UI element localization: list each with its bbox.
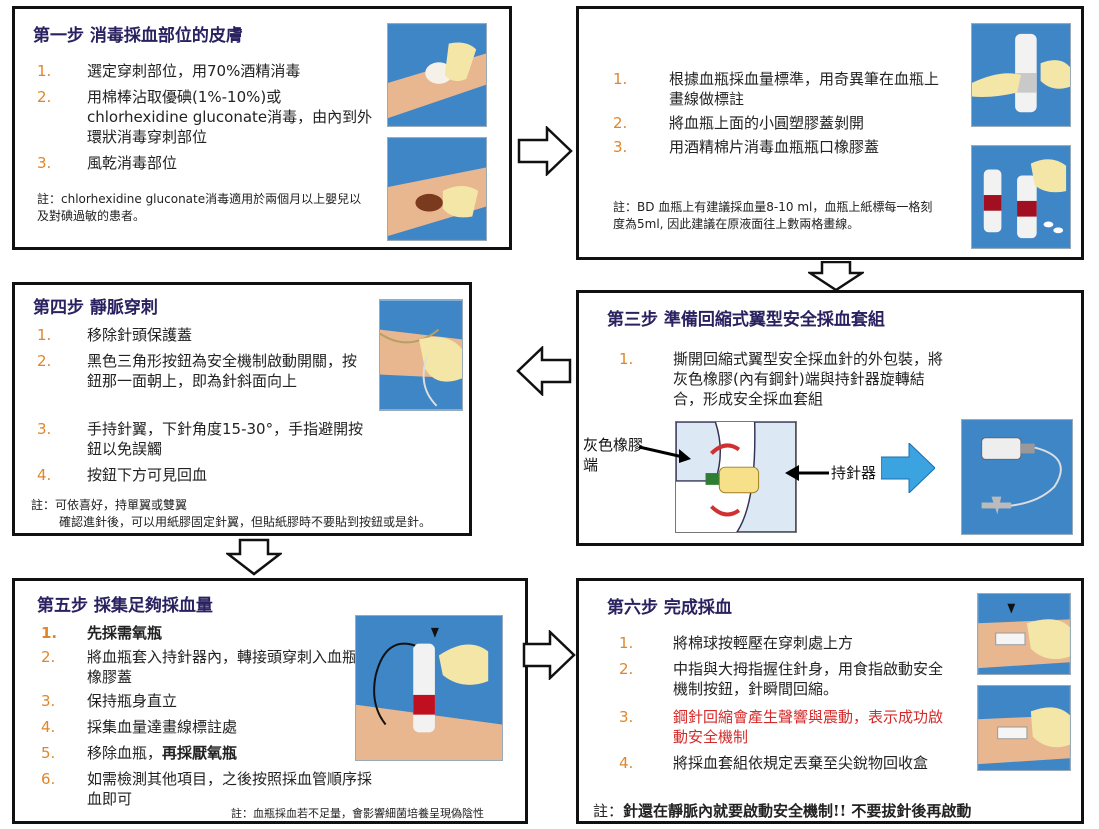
- step1-panel: 第一步 消毒採血部位的皮膚 1. 選定穿刺部位，用70%酒精消毒 2. 用棉棒沾…: [12, 6, 512, 250]
- step1-num-3: 3.: [37, 154, 52, 172]
- press-cotton-image: [977, 593, 1071, 675]
- safety-set-image: [961, 419, 1073, 535]
- step1-num-2: 2.: [37, 88, 52, 106]
- step6-title: 第六步 完成採血: [607, 598, 732, 618]
- step5-num-5: 5.: [41, 744, 56, 762]
- step2-num-1: 1.: [613, 70, 628, 88]
- step1-item-3: 風乾消毒部位: [87, 154, 178, 172]
- arrow-step5-to-step6: [522, 630, 576, 680]
- step3-title: 第三步 準備回縮式翼型安全採血套組: [607, 310, 885, 330]
- arrow-step1-to-step2: [517, 126, 573, 176]
- step4-item-2: 黑色三角形按鈕為安全機制啟動開關，按鈕那一面朝上，即為針斜面向上: [87, 352, 358, 390]
- step5-num-6: 6.: [41, 770, 56, 788]
- step6-num-3: 3.: [619, 708, 634, 726]
- step2-note: 註：BD 血瓶上有建議採血量8-10 ml，血瓶上紙標每一格刻度為5ml, 因此…: [613, 200, 933, 231]
- step3-num-1: 1.: [619, 350, 634, 368]
- step4-item-3: 手持針翼，下針角度15-30°，手指避開按鈕以免誤觸: [87, 420, 364, 458]
- step1-title: 第一步 消毒採血部位的皮膚: [33, 26, 243, 46]
- step5-panel: 第五步 採集足夠採血量 1. 先採需氧瓶 2. 將血瓶套入持針器內，轉接頭穿刺入…: [12, 578, 528, 824]
- arrow-step4-to-step5: [226, 538, 282, 576]
- step6-item-2: 中指與大拇指握住針身，用食指啟動安全機制按鈕，針瞬間回縮。: [673, 660, 944, 698]
- disinfect-arm-image: [387, 23, 487, 127]
- step4-title: 第四步 靜脈穿刺: [33, 298, 158, 318]
- step5-num-3: 3.: [41, 692, 56, 710]
- rubber-pointer-arrow: [639, 443, 691, 463]
- step5-num-4: 4.: [41, 718, 56, 736]
- step5-item-5-text: 移除血瓶，: [87, 744, 163, 762]
- blue-right-arrow: [881, 443, 935, 493]
- step4-num-2: 2.: [37, 352, 52, 370]
- step2-panel: 1. 根據血瓶採血量標準，用奇異筆在血瓶上畫線做標註 2. 將血瓶上面的小圓塑膠…: [576, 6, 1084, 260]
- step1-note: 註：chlorhexidine gluconate消毒適用於兩個月以上嬰兒以及對…: [37, 192, 362, 223]
- step4-num-1: 1.: [37, 326, 52, 344]
- step6-note: 註：針還在靜脈內就要啟動安全機制!! 不要拔針後再啟動: [593, 801, 1073, 821]
- retract-needle-image: [977, 685, 1071, 771]
- step4-item-4: 按鈕下方可見回血: [87, 466, 208, 484]
- step2-item-3: 用酒精棉片消毒血瓶瓶口橡膠蓋: [669, 138, 880, 156]
- step3-panel: 第三步 準備回縮式翼型安全採血套組 1. 撕開回縮式翼型安全採血針的外包裝，將灰…: [576, 290, 1084, 546]
- step5-num-2: 2.: [41, 648, 56, 666]
- step6-item-3: 鋼針回縮會產生聲響與震動，表示成功啟動安全機制: [673, 708, 944, 746]
- step4-panel: 第四步 靜脈穿刺 1. 移除針頭保護蓋 2. 黑色三角形按鈕為安全機制啟動開關，…: [12, 282, 472, 536]
- arrow-step3-to-step4: [514, 346, 572, 396]
- step4-note-1: 註：可依喜好，持單翼或雙翼: [31, 498, 188, 512]
- step6-note-prefix: 註：: [593, 802, 624, 820]
- step6-panel: 第六步 完成採血 1. 將棉球按輕壓在穿刺處上方 2. 中指與大拇指握住針身，用…: [576, 578, 1084, 824]
- open-bottle-image: [971, 145, 1071, 249]
- step2-num-2: 2.: [613, 114, 628, 132]
- swab-arm-image: [387, 137, 487, 241]
- step6-num-2: 2.: [619, 660, 634, 678]
- venipuncture-image: [379, 299, 463, 411]
- step6-note-bold: 針還在靜脈內就要啟動安全機制!! 不要拔針後再啟動: [623, 802, 972, 820]
- step4-item-1: 移除針頭保護蓋: [87, 326, 193, 344]
- mark-bottle-image: [971, 23, 1071, 127]
- step5-item-1: 先採需氧瓶: [87, 624, 163, 642]
- holder-label: 持針器: [831, 464, 877, 482]
- step4-num-3: 3.: [37, 420, 52, 438]
- arrow-step2-to-step3: [808, 261, 864, 291]
- step6-item-1: 將棉球按輕壓在穿刺處上方: [673, 634, 854, 652]
- step2-num-3: 3.: [613, 138, 628, 156]
- assemble-holder-image: [675, 421, 797, 533]
- step5-note: 註：血瓶採血若不足量，會影響細菌培養呈現偽陰性: [231, 807, 484, 820]
- step1-item-2: 用棉棒沾取優碘(1%-10%)或chlorhexidine gluconate消…: [87, 88, 373, 146]
- step2-item-2: 將血瓶上面的小圓塑膠蓋剝開: [669, 114, 865, 132]
- rubber-end-label: 灰色橡膠端: [583, 436, 644, 474]
- step6-num-4: 4.: [619, 754, 634, 772]
- step5-item-2: 將血瓶套入持針器內，轉接頭穿刺入血瓶橡膠蓋: [87, 648, 358, 686]
- step5-item-5: 移除血瓶，再採厭氧瓶: [87, 743, 367, 763]
- step5-title: 第五步 採集足夠採血量: [37, 596, 213, 616]
- step5-item-6: 如需檢測其他項目，之後按照採血管順序採血即可: [87, 770, 373, 808]
- step3-item-1: 撕開回縮式翼型安全採血針的外包裝，將灰色橡膠(內有鋼針)端與持針器旋轉結合，形成…: [673, 350, 944, 408]
- step5-item-5-bold: 再採厭氧瓶: [162, 744, 238, 762]
- holder-pointer-arrow: [785, 465, 829, 481]
- step5-item-4: 採集血量達畫線標註處: [87, 718, 238, 736]
- step6-num-1: 1.: [619, 634, 634, 652]
- step2-item-1: 根據血瓶採血量標準，用奇異筆在血瓶上畫線做標註: [669, 70, 940, 108]
- collect-blood-image: [355, 615, 503, 761]
- step1-item-1: 選定穿刺部位，用70%酒精消毒: [87, 62, 301, 80]
- step1-num-1: 1.: [37, 62, 52, 80]
- step5-num-1: 1.: [41, 624, 58, 642]
- step5-item-3: 保持瓶身直立: [87, 692, 178, 710]
- step4-num-4: 4.: [37, 466, 52, 484]
- step4-note-2: 確認進針後，可以用紙膠固定針翼，但貼紙膠時不要貼到按鈕或是針。: [59, 515, 432, 529]
- step6-item-4: 將採血套組依規定丟棄至尖銳物回收盒: [673, 754, 929, 772]
